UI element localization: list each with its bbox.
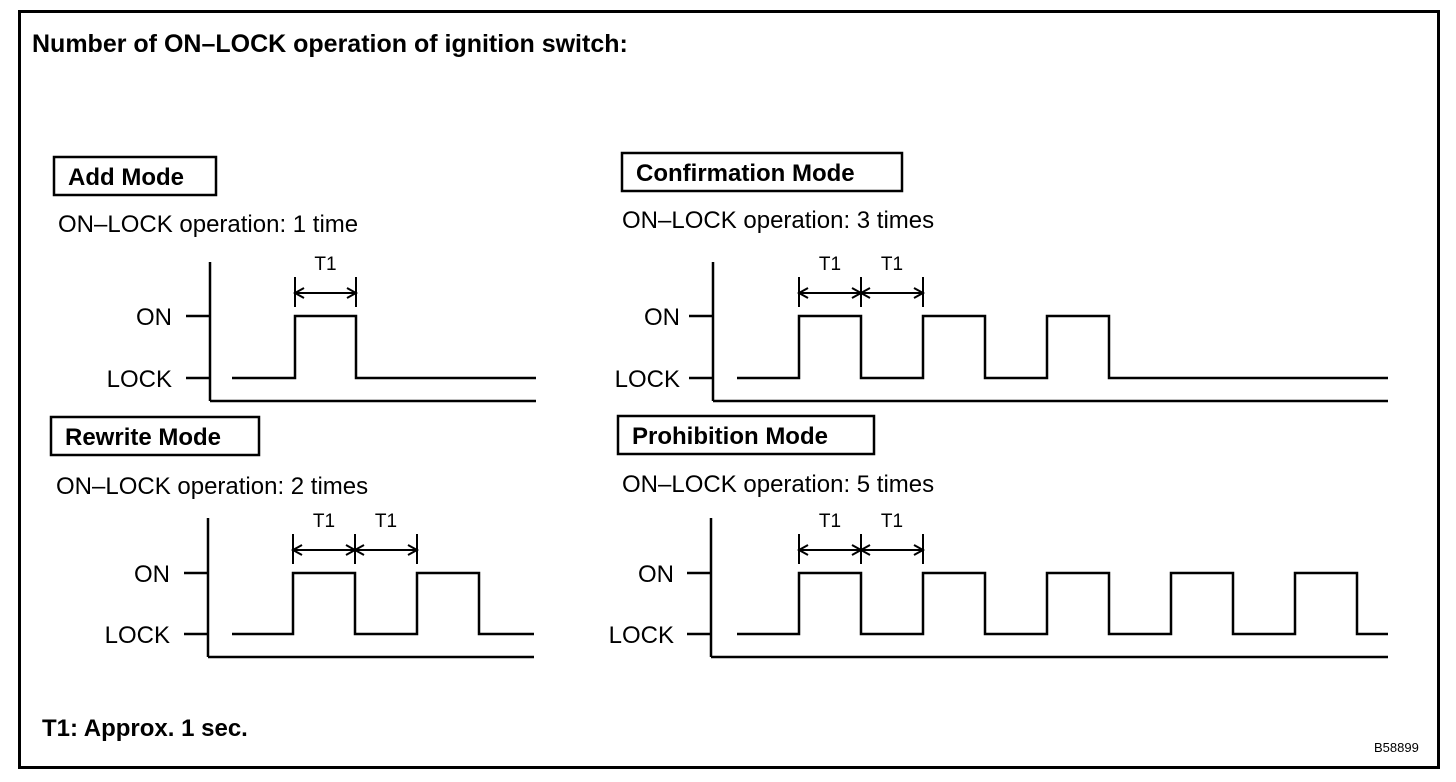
mode-label: Add Mode: [68, 164, 184, 191]
footnote: T1: Approx. 1 sec.: [42, 715, 248, 742]
on-level-label: ON: [638, 561, 674, 588]
interval-label: T1: [819, 254, 841, 275]
operation-count: ON–LOCK operation: 2 times: [56, 473, 368, 500]
mode-box: [616, 414, 876, 456]
operation-count: ON–LOCK operation: 1 time: [58, 211, 358, 238]
interval-marker: T1: [796, 254, 864, 307]
interval-marker: T1: [352, 511, 420, 564]
mode-box: [49, 415, 261, 457]
interval-label: T1: [881, 511, 903, 532]
figure-code: B58899: [1374, 740, 1419, 755]
operation-count: ON–LOCK operation: 5 times: [622, 471, 934, 498]
mode-label: Rewrite Mode: [65, 424, 221, 451]
lock-level-label: LOCK: [105, 622, 170, 649]
operation-count: ON–LOCK operation: 3 times: [622, 207, 934, 234]
signal-waveform: [232, 314, 536, 380]
lock-level-label: LOCK: [609, 622, 674, 649]
mode-box: [52, 155, 218, 197]
interval-label: T1: [375, 511, 397, 532]
interval-label: T1: [314, 254, 336, 275]
on-level-label: ON: [136, 304, 172, 331]
diagram-frame: [18, 10, 1440, 769]
on-level-label: ON: [644, 304, 680, 331]
interval-label: T1: [313, 511, 335, 532]
mode-label: Prohibition Mode: [632, 423, 828, 450]
interval-marker: T1: [796, 511, 864, 564]
lock-level-label: LOCK: [615, 366, 680, 393]
diagram-title: Number of ON–LOCK operation of ignition …: [32, 30, 628, 58]
on-level-label: ON: [134, 561, 170, 588]
interval-label: T1: [819, 511, 841, 532]
interval-marker: T1: [290, 511, 358, 564]
lock-level-label: LOCK: [107, 366, 172, 393]
signal-waveform: [232, 571, 534, 636]
interval-marker: T1: [858, 511, 926, 564]
mode-label: Confirmation Mode: [636, 160, 855, 187]
signal-waveform: [737, 314, 1388, 380]
mode-box: [620, 151, 904, 193]
interval-marker: T1: [292, 254, 359, 307]
interval-label: T1: [881, 254, 903, 275]
interval-marker: T1: [858, 254, 926, 307]
signal-waveform: [737, 571, 1388, 636]
